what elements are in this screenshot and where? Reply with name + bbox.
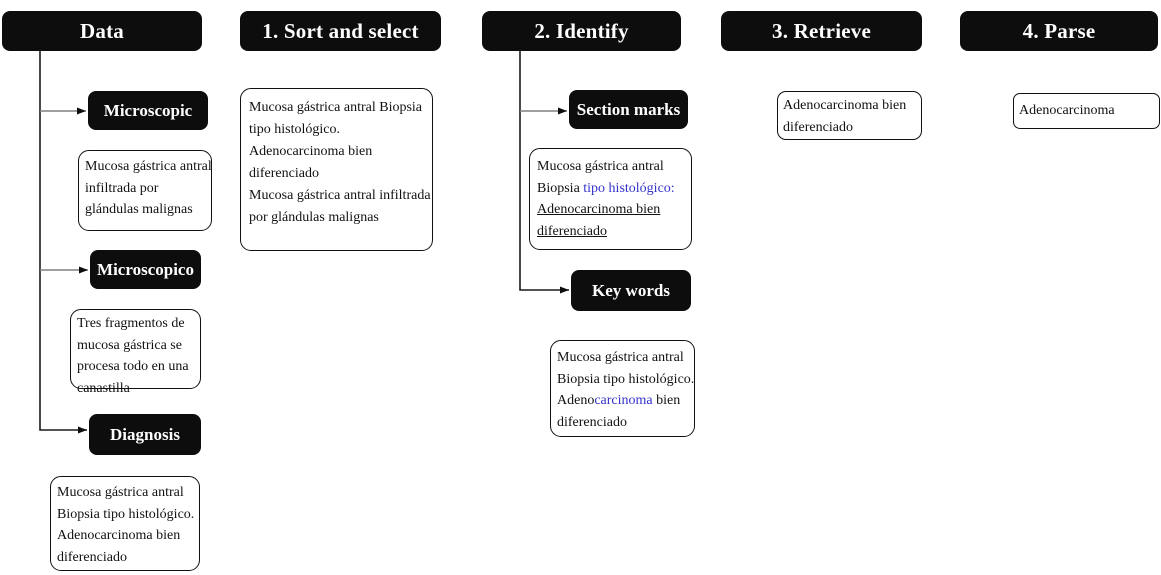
node-microscopico: Microscopico [90,250,201,289]
text-line: Tres fragmentos de [77,316,185,331]
text-line: diferenciado [249,166,319,181]
underlined-text: Adenocarcinoma bien [537,202,661,217]
parse-text-box: Adenocarcinoma [1013,93,1160,129]
text-line: procesa todo en una [77,359,189,374]
text-line: Mucosa gástrica antral [57,485,184,500]
node-key-words: Key words [571,270,691,311]
text-line: diferenciado [557,414,627,430]
header-identify: 2. Identify [482,11,681,51]
microscopico-text-box: Tres fragmentos de mucosa gástrica se pr… [70,309,201,396]
text-line: Mucosa gástrica antral Biopsia [249,100,423,115]
node-diagnosis: Diagnosis [89,414,201,455]
retrieve-text-box: Adenocarcinoma bien diferenciado [777,91,922,140]
identify-to-keywords-connector [519,51,569,294]
text-line: tipo histológico. [249,122,340,137]
text-line: diferenciado [783,119,853,135]
text-segment: Adeno [557,393,595,408]
header-retrieve: 3. Retrieve [721,11,922,51]
diagnosis-text-box: Mucosa gástrica antral Biopsia tipo hist… [50,476,200,571]
text-line: Mucosa gástrica antral [557,350,684,365]
text-line: glándulas malignas [85,202,193,217]
highlighted-text-blue: carcinoma [594,393,653,408]
text-line: Adenocarcinoma bien [57,528,181,543]
data-to-diagnosis-connector [39,51,87,434]
sort-select-text-box: Mucosa gástrica antral Biopsia tipo hist… [240,88,433,251]
text-line: Adenocarcinoma bien [249,144,373,159]
text-line: Biopsia tipo histológico. [557,371,695,387]
microscopic-text-box: Mucosa gástrica antral infiltrada por gl… [78,150,212,231]
text-line: por glándulas malignas [249,210,379,225]
node-section-marks: Section marks [569,90,688,129]
text-line: canastilla [77,380,130,396]
header-data: Data [2,11,202,51]
header-parse: 4. Parse [960,11,1158,51]
header-sort-and-select: 1. Sort and select [240,11,441,51]
text-line: Mucosa gástrica antral [85,159,212,174]
text-line: infiltrada por [85,180,159,196]
text-line: mucosa gástrica se [77,337,182,353]
underlined-text: diferenciado [537,223,607,239]
text-segment: bien [652,393,681,408]
key-words-text-box: Mucosa gástrica antral Biopsia tipo hist… [550,340,695,437]
text-segment: Biopsia [537,180,584,196]
text-line: Adenocarcinoma bien [537,199,685,221]
text-line: Adenocarcinoma bien [783,98,907,113]
text-line: Mucosa gástrica antral [537,159,664,174]
highlighted-text-blue: tipo histológico: [583,180,675,196]
text-line: Adenocarcinoma bien [557,390,690,412]
node-microscopic: Microscopic [88,91,208,130]
text-line: Adenocarcinoma [1019,103,1115,118]
text-line: Biopsia tipo histológico: [537,178,685,200]
text-line: diferenciado [57,549,127,565]
text-line: Mucosa gástrica antral infiltrada [249,188,431,203]
text-line: Biopsia tipo histológico. [57,506,195,522]
text-line: diferenciado [537,221,685,243]
section-marks-text-box: Mucosa gástrica antral Biopsia tipo hist… [529,148,692,250]
